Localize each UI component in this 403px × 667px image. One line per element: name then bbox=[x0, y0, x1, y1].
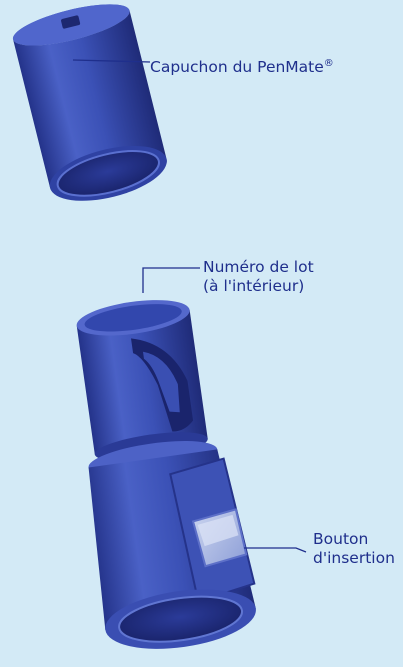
lot-leader-line bbox=[143, 268, 200, 293]
cap-label-text: Capuchon du PenMate bbox=[150, 58, 324, 76]
insertion-button-line2: d'insertion bbox=[313, 549, 395, 568]
insertion-button-label: Bouton d'insertion bbox=[313, 530, 395, 568]
penmate-body bbox=[61, 290, 262, 657]
lot-number-label: Numéro de lot (à l'intérieur) bbox=[203, 258, 314, 296]
lot-number-line1: Numéro de lot bbox=[203, 258, 314, 277]
cap-label: Capuchon du PenMate® bbox=[150, 54, 334, 77]
penmate-cap bbox=[9, 0, 172, 211]
registered-mark: ® bbox=[324, 58, 334, 69]
lot-number-line2: (à l'intérieur) bbox=[203, 277, 314, 296]
button-leader-line bbox=[244, 548, 306, 552]
insertion-button-line1: Bouton bbox=[313, 530, 395, 549]
